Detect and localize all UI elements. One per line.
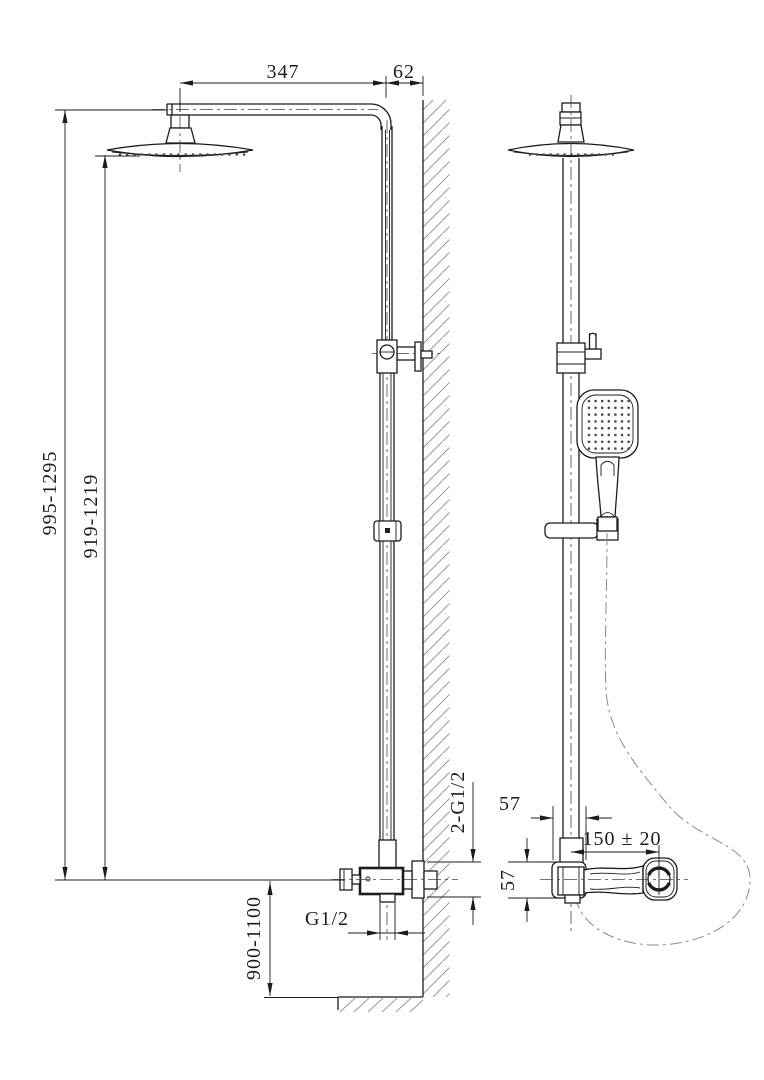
dim-label-arm-length: 347 [267, 61, 300, 83]
floor [337, 996, 424, 1013]
wall [422, 100, 450, 997]
dim-label-wall-threads: 2-G1/2 [447, 771, 469, 834]
dim-inlet-spacing: 150 ± 20 [571, 828, 662, 895]
dim-label-mixer-height: 900-1100 [243, 896, 265, 980]
dim-front-body-height: 57 [497, 838, 560, 922]
dim-label-height-overall: 995-1295 [39, 451, 61, 536]
nozzle-row-front [528, 153, 615, 156]
hand-shower-hose [575, 532, 751, 946]
front-view: 57 57 150 ± 20 [497, 95, 751, 946]
wall-bracket-side [372, 339, 440, 374]
dim-mixer-height: 900-1100 [243, 881, 338, 998]
dim-outlet-thread: G1/2 [305, 903, 425, 940]
shower-arm [152, 103, 392, 130]
dim-wall-threads: 2-G1/2 [427, 771, 481, 925]
dim-label-front-body-height: 57 [497, 869, 519, 891]
dim-front-top-width: 57 [499, 793, 612, 860]
slider-bracket-front [556, 332, 602, 374]
riser-pipe-front [562, 95, 580, 935]
side-view: 347 62 995-1295 919-1219 900-1100 [39, 61, 481, 1013]
slide-dish [544, 516, 619, 541]
dim-label-inlet-spacing: 150 ± 20 [583, 828, 662, 850]
dim-label-height-head: 919-1219 [80, 474, 102, 559]
overhead-shower-side [106, 92, 254, 172]
dim-height-overall: 995-1295 919-1219 [39, 109, 345, 881]
dim-label-wall-offset: 62 [393, 61, 415, 83]
hand-shower [576, 389, 639, 518]
hand-shower-nozzles [587, 399, 630, 450]
slider-clamp-side [373, 520, 402, 542]
dim-label-front-top-width: 57 [499, 793, 521, 815]
mixer-valve-side [332, 839, 458, 903]
dim-label-outlet-thread: G1/2 [305, 908, 349, 930]
nozzle-row [118, 153, 246, 156]
dim-arm-length: 347 62 [179, 61, 424, 112]
